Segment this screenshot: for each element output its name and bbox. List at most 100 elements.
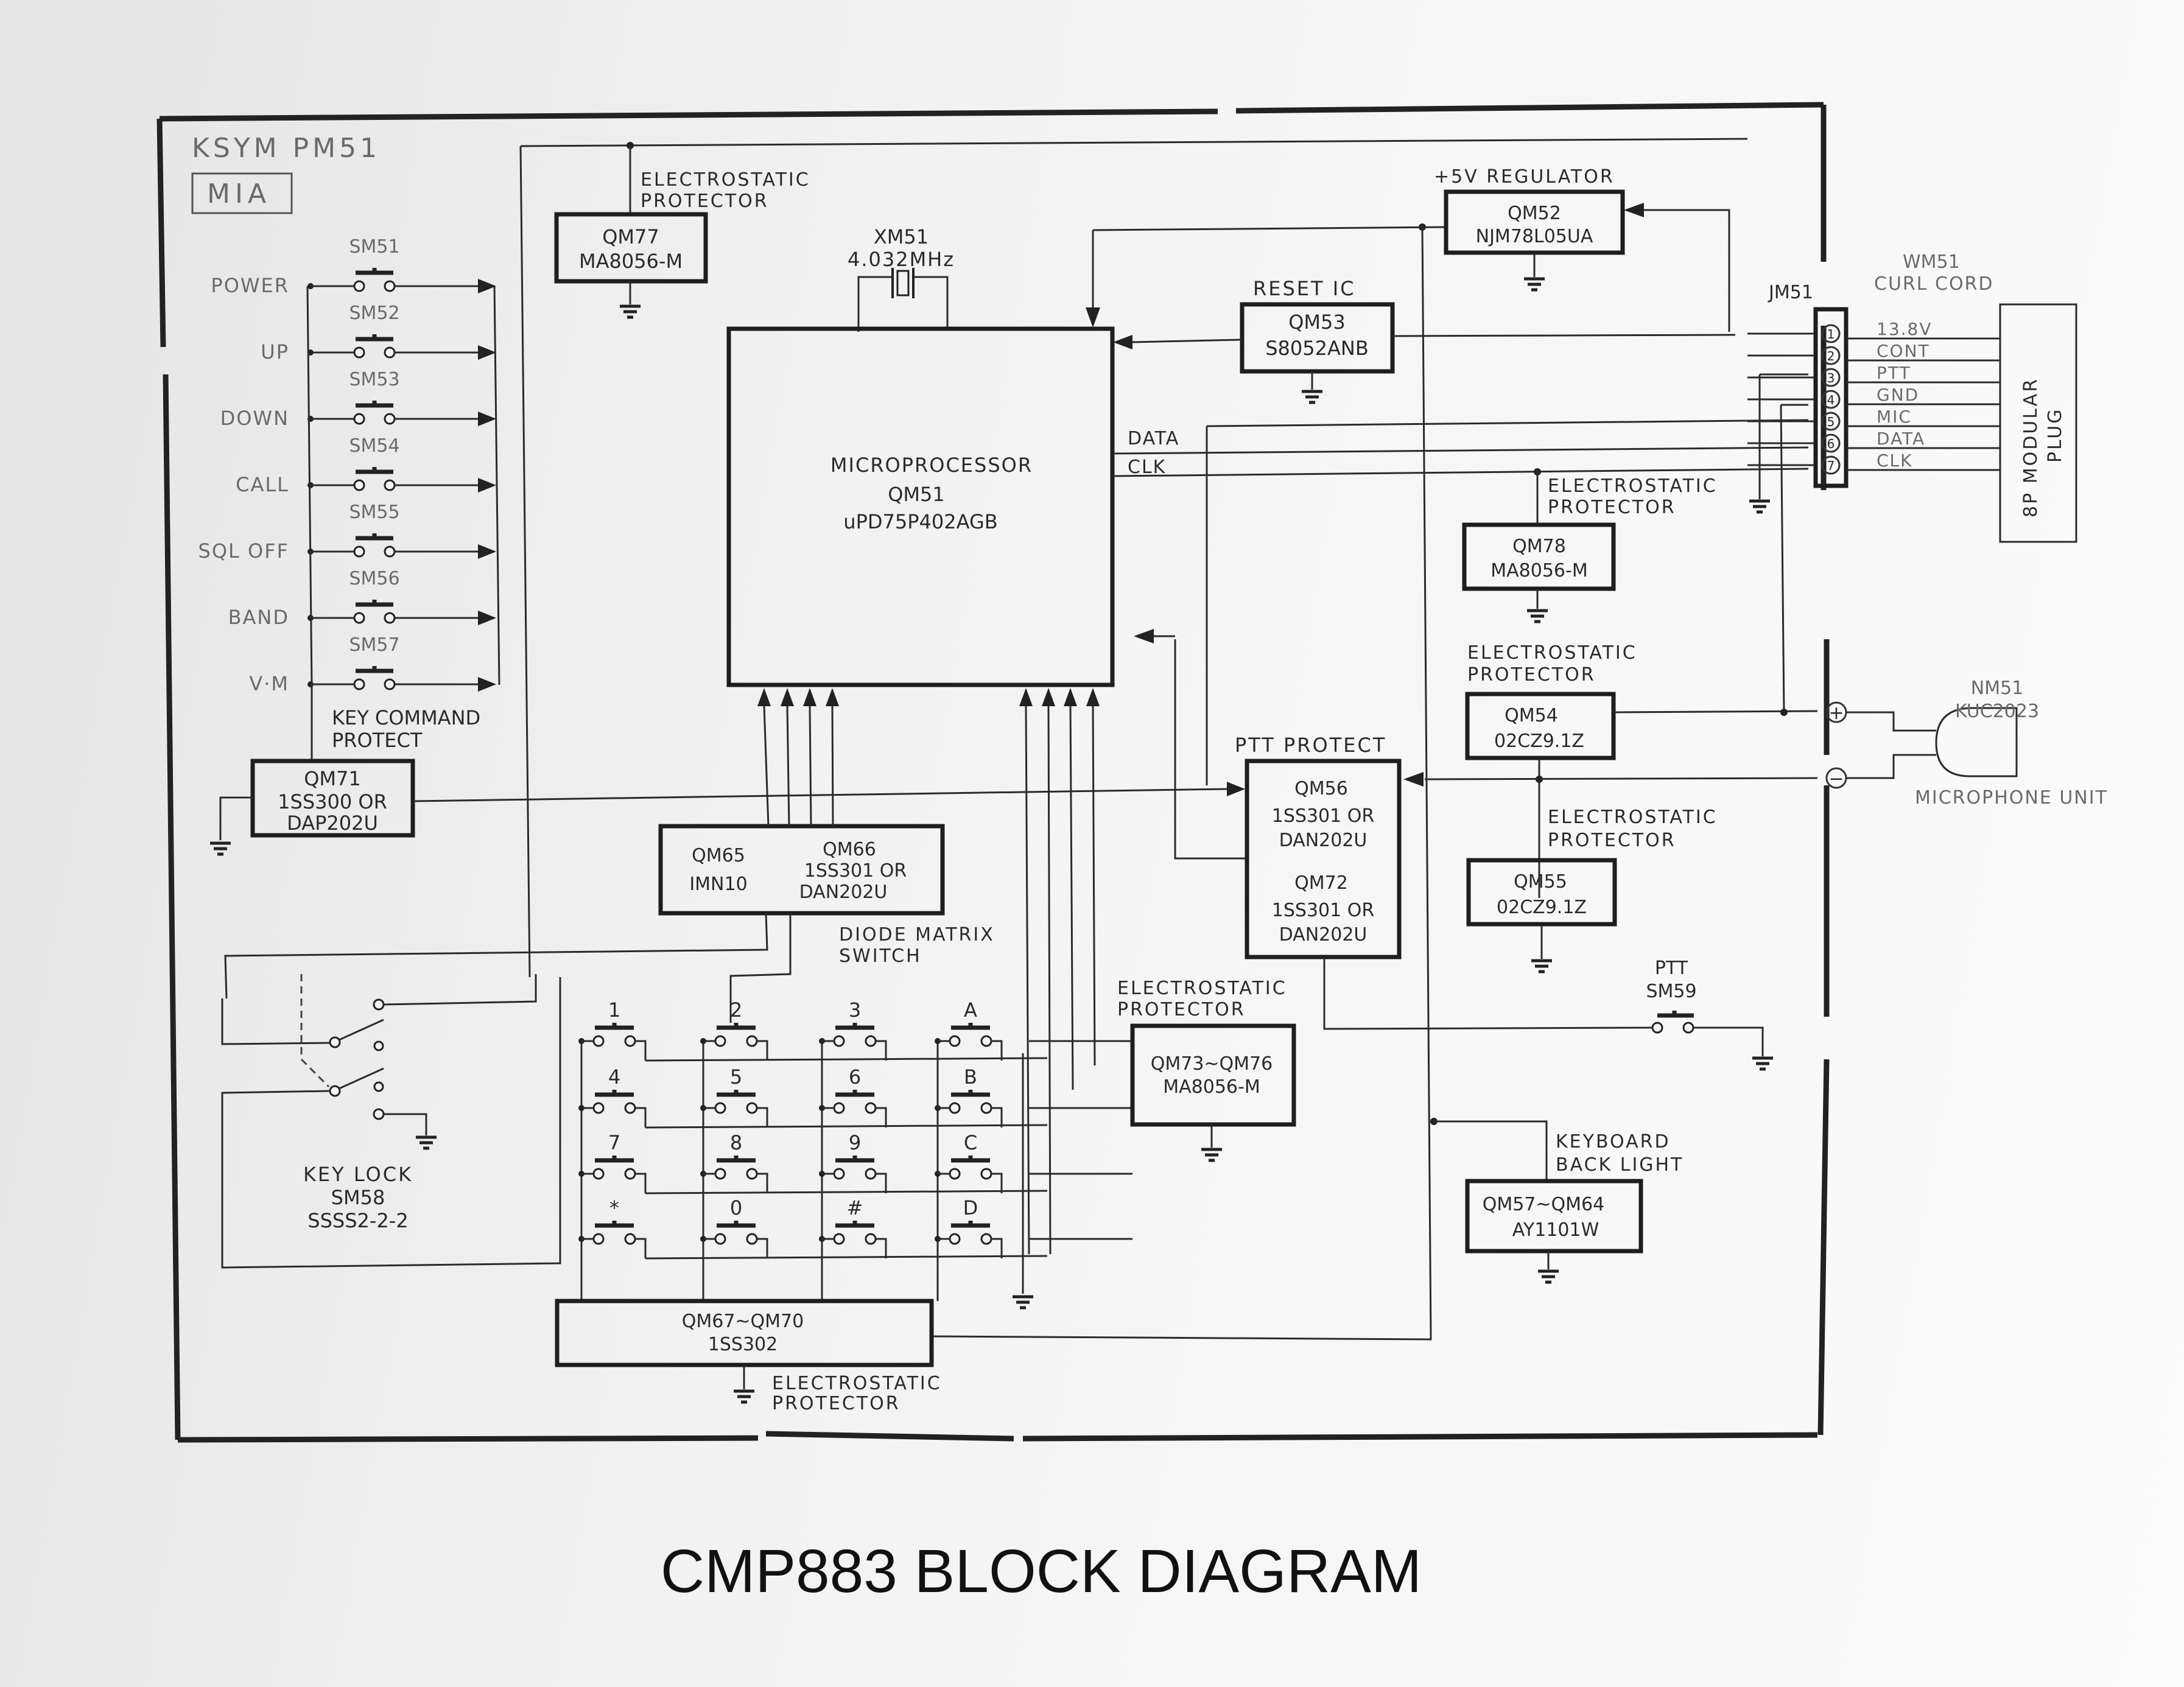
wm51-ref: WM51 [1903,251,1960,273]
arrow-icon [1624,203,1644,217]
key-label: 0 [730,1196,742,1219]
qm66-part-1: 1SS301 OR [804,860,907,882]
key-label: # [847,1196,863,1219]
side-key-ref: SM56 [349,568,399,589]
qm57-ref: QM57~QM64 [1483,1194,1604,1215]
keypad-key: 4 [578,1065,647,1128]
key-label: 5 [730,1065,742,1089]
pin-signal: CONT [1877,341,1930,361]
qm67-part: 1SS302 [708,1334,778,1355]
bus-to-mcu-left [757,688,839,827]
side-key-label: UP [261,340,289,363]
qm51-microprocessor-block [726,326,1115,687]
side-key-label: POWER [211,274,289,297]
pin-signal: 13.8V [1877,319,1933,339]
arrow-icon [478,478,496,493]
board-variant: MIA [207,178,271,209]
qm53-part: S8052ANB [1265,337,1369,360]
keypad-key: 6 [819,1065,887,1128]
qm65-part: IMN10 [689,874,747,895]
pin-2: 2 CONT [1747,341,2000,365]
key-label: 2 [730,998,742,1022]
qm56-qm72-block [1245,759,1402,959]
keypad-key: A [935,998,1003,1061]
arrow-icon [478,412,496,426]
qm67-caption-2: PROTECTOR [772,1393,901,1414]
jm51-ref: JM51 [1768,282,1813,303]
pin-signal: GND [1877,385,1919,405]
mic-plus-label: + [1828,703,1844,724]
diode-matrix-caption-1: DIODE MATRIX [839,924,995,945]
pin-number: 3 [1827,371,1835,385]
ground-icon [1538,1269,1559,1284]
board-frame [156,102,1830,1443]
pin-number: 2 [1827,349,1835,363]
qm72-part-1: 1SS301 OR [1272,900,1374,921]
push-switch [353,334,396,359]
qm54-caption-1: ELECTROSTATIC [1467,642,1637,664]
keypad-key: 3 [819,998,887,1061]
qm66-part-2: DAN202U [799,882,888,903]
ground-icon [1527,609,1548,623]
push-switch [353,467,396,491]
sm59-caption-1: PTT [1655,958,1688,979]
qm56-ref: QM56 [1294,778,1348,799]
arrow-icon [1227,782,1245,796]
key-label: * [609,1196,619,1219]
side-key-ref: SM52 [349,303,399,324]
variant-box [191,172,293,214]
pin-number: 6 [1827,437,1835,451]
qm78-caption-1: ELECTROSTATIC [1548,475,1718,497]
ground-icon [1013,1295,1033,1310]
keypad-key: C [935,1131,1003,1193]
keypad-key: 5 [700,1065,768,1128]
qm51-part: uPD75P402AGB [843,510,997,533]
keypad-key: * [578,1196,647,1258]
qm77-ref: QM77 [602,225,659,248]
microphone-unit: + − [1825,701,2018,790]
sm58-caption-1: KEY LOCK [303,1163,413,1186]
pin-signal: DATA [1877,429,1925,449]
pin-signal: CLK [1877,451,1913,471]
key-label: 7 [608,1131,620,1154]
pin-6: 6 DATA [1747,429,2000,453]
arrow-icon [1113,335,1132,349]
xm51-part: 4.032MHz [848,248,955,271]
side-key-label: SQL OFF [198,539,290,563]
qm66-ref: QM66 [823,839,876,860]
keypad-key: 1 [578,998,647,1061]
qm54-part: 02CZ9.1Z [1494,731,1584,752]
qm73-caption-2: PROTECTOR [1117,999,1246,1020]
ground-icon [210,841,231,856]
key-label: 6 [849,1065,861,1089]
qm57-qm64-block [1465,1179,1643,1254]
key-label: 4 [608,1065,620,1089]
ground-icon [620,304,641,319]
qm71-part-2: DAP202U [287,812,378,835]
qm78-ref: QM78 [1512,536,1566,557]
qm53-block [1240,302,1395,374]
keypad-key: # [819,1196,887,1258]
keypad-key: D [935,1196,1003,1258]
key-label: C [964,1131,977,1154]
push-switch [353,600,396,624]
qm57-caption-2: BACK LIGHT [1556,1154,1684,1176]
qm57-part: AY1101W [1512,1219,1599,1241]
keypad-key: B [935,1065,1003,1128]
qm67-ref: QM67~QM70 [682,1311,804,1332]
side-key-ref: SM57 [349,634,399,656]
side-key-ref: SM51 [349,236,399,258]
push-switch [353,533,396,558]
push-switch [353,268,396,292]
qm54-caption-2: PROTECTOR [1467,664,1596,686]
